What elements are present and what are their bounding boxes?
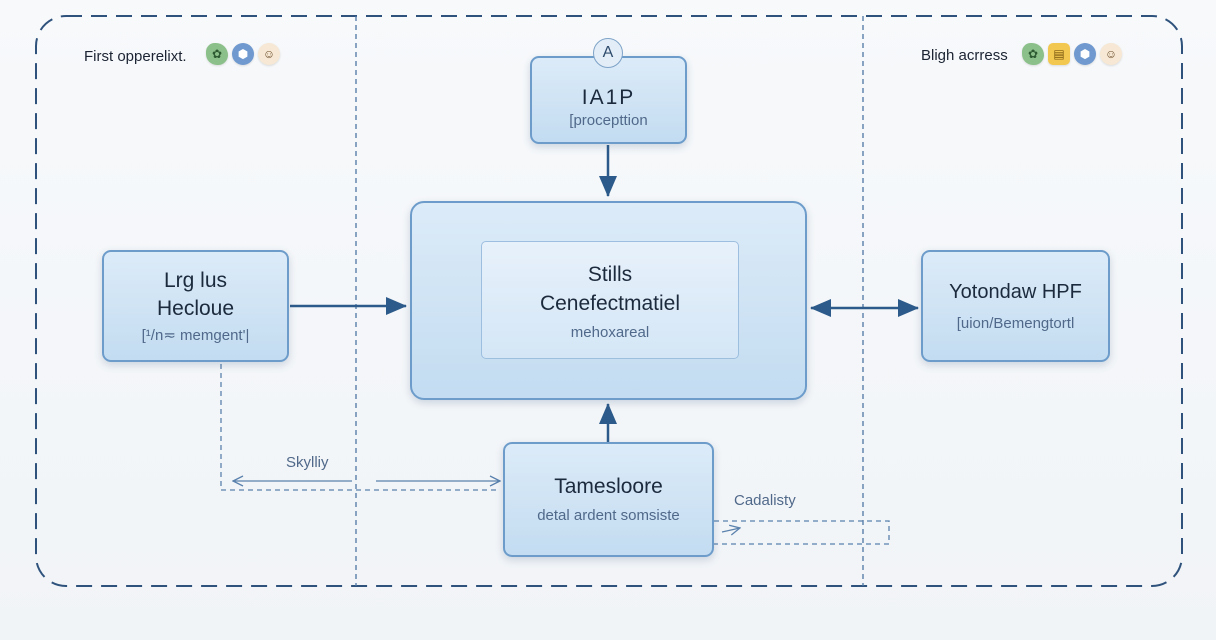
face-icon: ☺ bbox=[1100, 43, 1122, 65]
node-left-subtitle: [¹/n≂ memgent'| bbox=[141, 326, 250, 344]
node-bottom-subtitle: detal ardent somsiste bbox=[537, 507, 680, 524]
node-left-title: Lrg lus Hecloue bbox=[156, 268, 235, 320]
right-panel-label-text: Bligh acrress bbox=[921, 47, 1008, 64]
node-bottom[interactable]: Tamesloore detal ardent somsiste bbox=[503, 442, 714, 557]
leaf-icon: ✿ bbox=[1022, 43, 1044, 65]
leaf-icon: ✿ bbox=[206, 43, 228, 65]
node-top-title: IA1P bbox=[581, 85, 636, 109]
a-letter-glyph: A bbox=[602, 44, 614, 61]
dashed-connector-left-bottom bbox=[220, 364, 500, 491]
node-top-subtitle: [procepttion bbox=[569, 111, 648, 129]
document-icon: ▤ bbox=[1048, 43, 1070, 65]
node-right[interactable]: Yotondaw HPF [uion/Bemengtortl bbox=[921, 250, 1110, 362]
edge-label-left-bottom: Skylliy bbox=[286, 454, 329, 471]
left-panel-label-text: First opperelixt. bbox=[84, 48, 187, 65]
right-panel-icons: ✿ ▤ ⬢ ☺ bbox=[1022, 43, 1122, 65]
cadalisty-arrow bbox=[721, 528, 740, 532]
edge-label-bottom-right: Cadalisty bbox=[734, 492, 796, 509]
node-left[interactable]: Lrg lus Hecloue [¹/n≂ memgent'| bbox=[102, 250, 289, 362]
node-right-subtitle: [uion/Bemengtortl bbox=[956, 314, 1075, 332]
shield-icon: ⬢ bbox=[232, 43, 254, 65]
right-panel-label: Bligh acrress bbox=[921, 47, 1008, 64]
outer-dashed-frame bbox=[35, 15, 1183, 587]
left-panel-label: First opperelixt. bbox=[84, 48, 187, 65]
shield-icon: ⬢ bbox=[1074, 43, 1096, 65]
node-center-inner[interactable]: Stills Cenefectmatiel mehoxareal bbox=[481, 241, 739, 359]
a-letter-icon: A bbox=[593, 38, 623, 68]
left-panel-icons: ✿ ⬢ ☺ bbox=[206, 43, 280, 65]
face-icon: ☺ bbox=[258, 43, 280, 65]
node-right-title: Yotondaw HPF bbox=[949, 280, 1082, 303]
node-center-title: Stills Cenefectmatiel bbox=[539, 262, 681, 315]
node-top[interactable]: IA1P [procepttion bbox=[530, 56, 687, 144]
node-bottom-title: Tamesloore bbox=[554, 475, 663, 498]
node-center-subtitle: mehoxareal bbox=[570, 323, 650, 341]
node-center[interactable] bbox=[410, 201, 807, 400]
